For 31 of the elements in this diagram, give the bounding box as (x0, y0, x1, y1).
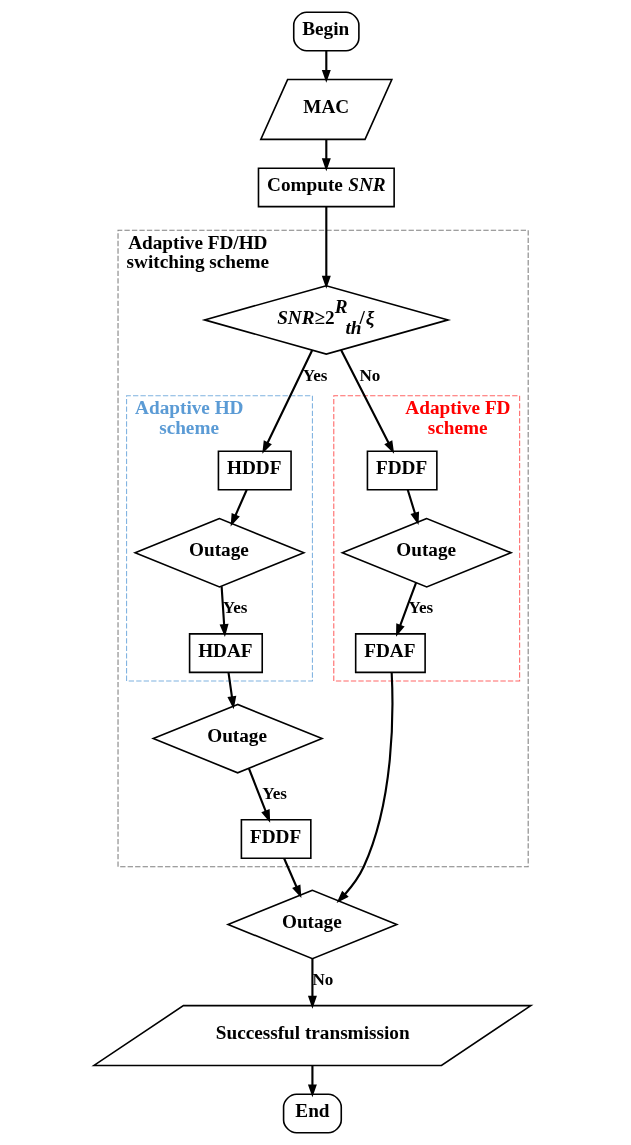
arrow (321, 139, 331, 172)
node-diamond: Outage (133, 517, 306, 588)
arrow (283, 858, 302, 899)
edge-label: Yes (408, 598, 434, 618)
arrow (307, 1065, 317, 1098)
arrow (340, 349, 395, 454)
arrow (227, 672, 237, 710)
node-box: FDDF (240, 818, 312, 859)
arrow (307, 958, 317, 1009)
node-box: FDDF (366, 450, 438, 491)
node-diamond: Outage (340, 517, 514, 588)
arrow (321, 50, 331, 83)
arrow (219, 586, 229, 637)
arrow (230, 489, 248, 527)
edge-label: Yes (302, 365, 328, 385)
edge-label: No (359, 365, 381, 385)
arrow (248, 768, 271, 823)
arrow (262, 349, 314, 454)
node-box: HDAF (188, 633, 264, 674)
arrow (336, 672, 394, 904)
node-box: End (282, 1093, 343, 1134)
node-diamond: Outage (151, 703, 325, 774)
arrow (321, 206, 331, 289)
node-box: HDDF (217, 450, 292, 491)
arrow (406, 489, 420, 526)
arrow (396, 582, 417, 637)
node-box: Begin (292, 11, 360, 52)
node-box: FDAF (354, 633, 426, 674)
node-box: Compute SNR (257, 167, 395, 208)
edge-label: No (312, 970, 334, 990)
edge-label: Yes (262, 784, 287, 804)
